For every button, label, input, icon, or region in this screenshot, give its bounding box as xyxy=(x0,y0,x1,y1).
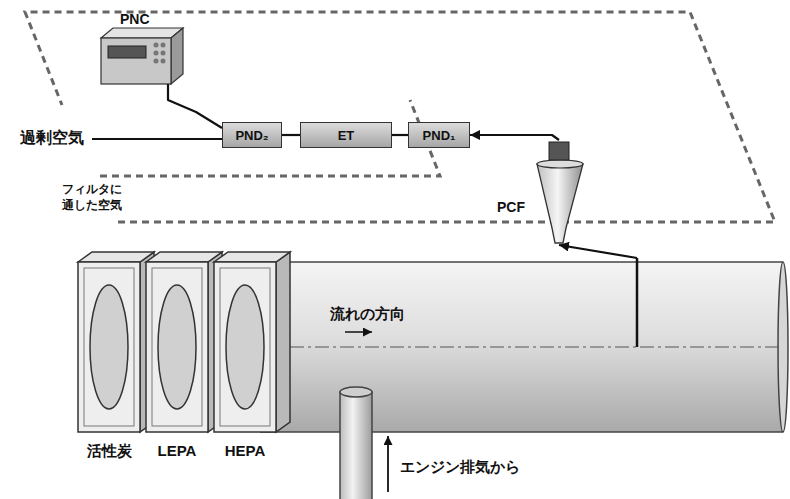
filter-frame xyxy=(220,268,270,426)
exhaust-arrow xyxy=(387,436,389,492)
filter-top xyxy=(146,252,222,262)
node-label: PNC xyxy=(120,11,150,27)
cyclone-body xyxy=(537,164,583,243)
filter-front xyxy=(146,262,208,432)
center-line xyxy=(290,346,780,347)
sampling-probe xyxy=(636,258,639,347)
cyclone-cap xyxy=(549,142,569,160)
filter-side xyxy=(276,252,290,432)
connector-line xyxy=(470,135,559,140)
counter-button xyxy=(154,51,159,56)
exhaust-pipe xyxy=(340,392,372,499)
evaporation-tube: ET xyxy=(300,122,392,148)
node-label: PCF xyxy=(497,199,525,215)
connector-line xyxy=(559,245,637,258)
filter-label: LEPA xyxy=(158,442,197,459)
diluter-box: PND₁ xyxy=(408,122,470,148)
filter-front xyxy=(214,262,276,432)
counter-button xyxy=(161,51,166,56)
counter-cable xyxy=(167,84,169,90)
air-label: 過剰空気 xyxy=(20,128,84,149)
counter-top xyxy=(101,28,183,38)
connector-line xyxy=(392,134,408,136)
filter-label: HEPA xyxy=(225,442,266,459)
exhaust-pipe-end xyxy=(340,387,372,397)
connector-line xyxy=(168,90,222,128)
dashed-plane xyxy=(25,12,775,222)
air-label: フィルタに 通した空気 xyxy=(56,182,128,213)
filter-label: 活性炭 xyxy=(87,442,132,461)
filter-top xyxy=(78,252,154,262)
counter-display xyxy=(108,46,146,58)
diluter-box: PND₂ xyxy=(222,122,282,148)
filter-frame xyxy=(84,268,134,426)
tunnel-edge xyxy=(260,261,783,263)
excess-air-line xyxy=(92,138,222,140)
filter-opening xyxy=(90,285,128,409)
counter-button xyxy=(161,43,166,48)
filter-opening xyxy=(226,285,264,409)
cyclone-rim xyxy=(537,160,583,168)
tunnel-edge xyxy=(260,431,783,433)
filter-frame xyxy=(152,268,202,426)
counter-button xyxy=(154,43,159,48)
dilution-tunnel-region: 流れの方向 xyxy=(285,258,790,436)
connector-line xyxy=(282,134,300,136)
source-label: エンジン排気から xyxy=(400,458,520,477)
dilution-tunnel xyxy=(260,262,783,432)
counter-button xyxy=(154,59,159,64)
filter-opening xyxy=(158,285,196,409)
node-label: PND₁ xyxy=(423,128,456,143)
counter-side xyxy=(171,28,183,84)
filter-front xyxy=(78,262,140,432)
filter-top xyxy=(214,252,290,262)
counter-front xyxy=(101,38,171,84)
counter-button xyxy=(161,59,166,64)
flow-arrow xyxy=(345,331,372,333)
node-label: PND₂ xyxy=(235,128,268,143)
node-label: 流れの方向 xyxy=(330,305,405,324)
counter-device: PNC xyxy=(95,8,195,90)
cyclone-classifier: PCF xyxy=(495,140,585,245)
node-label: ET xyxy=(338,128,355,143)
tunnel-end xyxy=(778,262,788,432)
